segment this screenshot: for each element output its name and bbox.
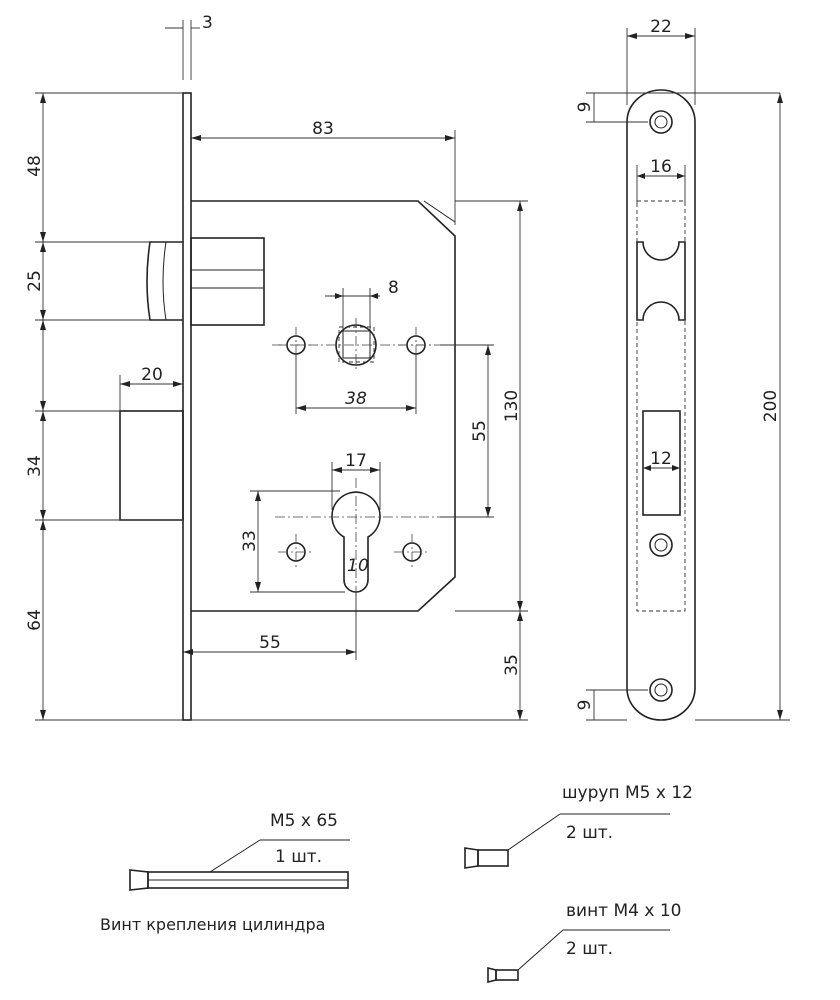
latch-bolt <box>146 237 265 326</box>
latch-window <box>636 241 686 321</box>
wood-screw: шуруп M5 x 12 2 шт. <box>464 783 693 869</box>
dim-center-distance-label: 55 <box>470 420 490 442</box>
dim-body-bottom-label: 35 <box>502 654 522 676</box>
dim-plate-thickness: 3 <box>165 13 213 80</box>
long-screw-size-label: M5 x 65 <box>270 811 338 831</box>
small-screw: винт M4 x 10 2 шт. <box>487 901 681 984</box>
dim-cylinder-height-label: 33 <box>240 530 260 552</box>
dim-cylinder-width: 17 <box>331 451 381 510</box>
dim-latch-projection: 20 <box>119 365 183 411</box>
dim-cylinder-width-label: 17 <box>345 451 367 471</box>
dead-bolt <box>119 410 184 521</box>
dim-depth: 83 <box>191 119 456 225</box>
faceplate-edge <box>182 92 192 721</box>
dim-cylinder-height: 33 <box>240 490 345 593</box>
long-screw-caption: Винт крепления цилиндра <box>100 915 325 934</box>
dim-backset-label: 55 <box>259 633 281 653</box>
dim-latch-window-width-label: 16 <box>650 157 672 177</box>
accessories: M5 x 65 1 шт. Винт крепления цилиндра шу… <box>100 783 693 984</box>
dim-faceplate-width-label: 22 <box>650 17 672 37</box>
long-screw-qty-label: 1 шт. <box>275 847 322 867</box>
dim-faceplate-width: 22 <box>626 17 696 105</box>
dim-depth-label: 83 <box>312 119 334 139</box>
wood-screw-qty-label: 2 шт. <box>566 823 613 843</box>
long-cylinder-screw: M5 x 65 1 шт. Винт крепления цилиндра <box>100 811 350 934</box>
dim-center-distance: 55 <box>440 344 494 518</box>
faceplate-outline <box>626 89 696 721</box>
dim-hole-offset-bottom-label: 9 <box>575 700 595 711</box>
center-lines <box>272 318 440 600</box>
dim-cylinder-slot-label: 10 <box>347 556 369 576</box>
dim-faceplate-height-label: 200 <box>761 390 781 422</box>
dim-faceplate-height: 200 <box>695 93 790 721</box>
lock-body-outline <box>191 200 456 612</box>
dim-spindle-label: 8 <box>388 278 399 298</box>
lock-side-view: 3 48 25 34 64 <box>25 13 528 721</box>
dim-latch-projection-label: 20 <box>141 365 163 385</box>
small-screw-size-label: винт M4 x 10 <box>566 901 681 921</box>
wood-screw-size-label: шуруп M5 x 12 <box>562 783 693 803</box>
dim-latch-window-width: 16 <box>636 157 686 205</box>
dim-bolt-window-width: 12 <box>643 449 680 471</box>
dim-backset: 55 <box>183 592 357 660</box>
dim-hole-offset-top-label: 9 <box>575 102 595 113</box>
bolt-window <box>642 410 681 516</box>
dim-bolt-height-label: 34 <box>25 455 45 477</box>
dim-spindle: 8 <box>325 278 399 330</box>
dim-bolt-window-width-label: 12 <box>650 449 672 469</box>
dim-screw-spacing-label: 38 <box>345 389 367 409</box>
dim-plate-thickness-label: 3 <box>202 13 213 33</box>
dim-top-to-latch-label: 48 <box>25 155 45 177</box>
dim-latch-height-label: 25 <box>25 270 45 292</box>
dim-body-height-label: 130 <box>502 390 522 422</box>
faceplate-front-view: 22 9 16 12 <box>575 17 790 721</box>
dim-screw-spacing: 38 <box>295 354 417 414</box>
small-screw-qty-label: 2 шт. <box>566 939 613 959</box>
body-hidden-outline <box>636 200 686 612</box>
dim-bottom-offset-label: 64 <box>25 609 45 631</box>
dim-hole-offset-top: 9 <box>575 92 780 123</box>
dim-body-height: 130 35 <box>191 200 528 721</box>
dims-left-vertical: 48 25 34 64 <box>25 92 183 721</box>
cylinder-hole <box>331 491 381 593</box>
dim-hole-offset-bottom: 9 <box>575 689 648 721</box>
